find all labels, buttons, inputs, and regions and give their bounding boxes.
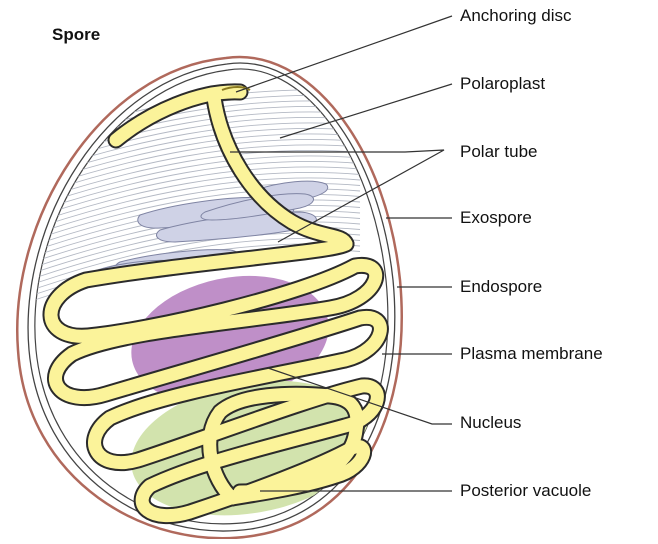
label-polar-tube: Polar tube: [460, 142, 538, 162]
label-polaroplast: Polaroplast: [460, 74, 545, 94]
label-nucleus: Nucleus: [460, 413, 521, 433]
label-posterior-vacuole: Posterior vacuole: [460, 481, 591, 501]
diagram-title: Spore: [52, 25, 100, 45]
label-anchoring-disc: Anchoring disc: [460, 6, 572, 26]
leader-anchoring-disc: [236, 16, 452, 92]
label-exospore: Exospore: [460, 208, 532, 228]
label-endospore: Endospore: [460, 277, 542, 297]
label-plasma-membrane: Plasma membrane: [460, 344, 603, 364]
